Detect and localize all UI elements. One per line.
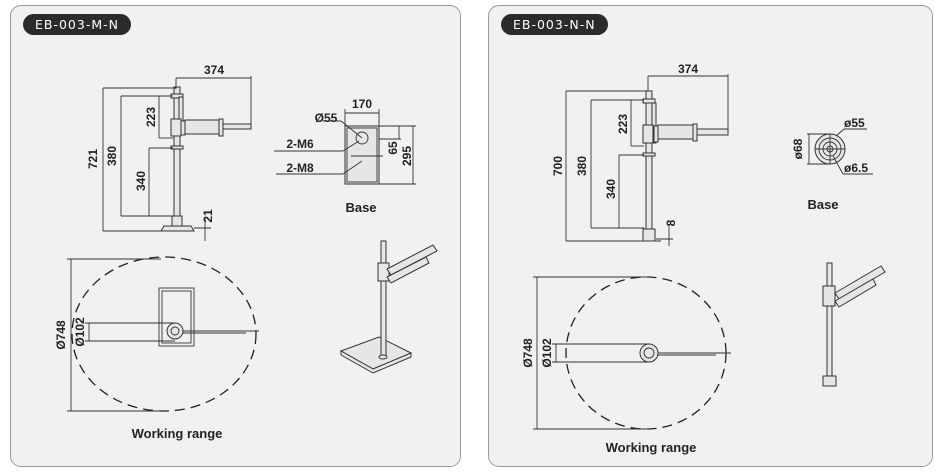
- dim-base-thickness: 8: [664, 219, 678, 226]
- base-outer: ø55: [844, 116, 865, 130]
- technical-drawing: 374 721 380 223 340 21 170 Ø55 2-M6 2-M8…: [54, 63, 438, 441]
- dim-total-height: 700: [551, 156, 565, 176]
- dim-lower: 340: [134, 171, 148, 191]
- dim-reach: 374: [678, 62, 698, 76]
- range-caption: Working range: [606, 440, 697, 455]
- base-hole: ø6.5: [844, 161, 868, 175]
- range-inner: Ø102: [540, 338, 554, 368]
- base-hole-offset: 65: [386, 141, 400, 155]
- base-m8: 2-M8: [286, 161, 314, 175]
- working-range-view: Ø748 Ø102 Working range: [521, 276, 731, 455]
- base-view: ø55 ø68 ø6.5 Base: [791, 116, 873, 212]
- dim-lower: 340: [604, 179, 618, 199]
- range-inner: Ø102: [73, 317, 87, 347]
- model-badge: EB-003-N-N: [501, 14, 608, 35]
- side-view: 374 700 380 223 340 8: [551, 62, 729, 246]
- dim-reach: 374: [204, 63, 224, 77]
- base-m6: 2-M6: [286, 137, 314, 151]
- model-panel-eb-003-n-n: EB-003-N-N 374 700 380 223 340 8: [488, 5, 933, 467]
- dim-base-thickness: 21: [201, 209, 215, 223]
- dim-upper: 223: [616, 114, 630, 134]
- range-outer: Ø748: [521, 338, 535, 368]
- dim-travel: 380: [575, 156, 589, 176]
- range-caption: Working range: [132, 426, 223, 441]
- base-diameter: ø68: [791, 138, 805, 159]
- base-caption: Base: [345, 200, 376, 215]
- base-width: 170: [352, 97, 372, 111]
- range-outer: Ø748: [54, 320, 68, 350]
- working-range-view: Ø748 Ø102 Working range: [54, 256, 259, 441]
- base-length: 295: [400, 146, 414, 166]
- model-badge: EB-003-M-N: [23, 14, 131, 35]
- dim-upper: 223: [144, 107, 158, 127]
- base-hole: Ø55: [315, 111, 338, 125]
- technical-drawing: 374 700 380 223 340 8 ø55 ø68 ø6.5 Base …: [521, 62, 886, 455]
- side-view: 374 721 380 223 340 21: [86, 63, 252, 241]
- isometric-view: [822, 262, 886, 387]
- base-caption: Base: [807, 197, 838, 212]
- model-panel-eb-003-m-n: EB-003-M-N 374 721 380 223 340 2: [10, 5, 461, 467]
- isometric-view: [339, 240, 438, 374]
- base-view: 170 Ø55 2-M6 2-M8 65 295 Base: [274, 97, 416, 215]
- dim-travel: 380: [105, 146, 119, 166]
- dim-total-height: 721: [86, 149, 100, 169]
